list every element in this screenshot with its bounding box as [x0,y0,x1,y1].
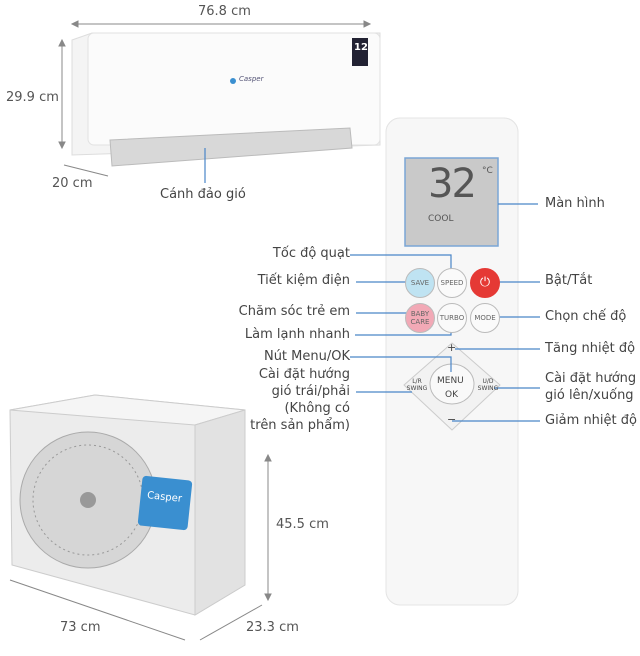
label-line: Cài đặt hướng [545,371,637,386]
label-mode: Chọn chế độ [545,309,627,324]
lr-swing-button[interactable]: L/R SWING [406,378,428,392]
label-line: Cài đặt hướng [258,367,350,382]
label-baby-care: Chăm sóc trẻ em [238,304,350,319]
label-ud-swing: Cài đặt hướng gió lên/xuống [545,370,636,404]
label-power-saving: Tiết kiệm điện [257,273,350,288]
label-lr-swing: Cài đặt hướng gió trái/phải (Không có tr… [250,366,350,434]
label-menu-ok: Nút Menu/OK [263,349,350,364]
indoor-width: 76.8 cm [198,4,251,19]
outdoor-depth: 23.3 cm [246,620,299,635]
label-fan-speed: Tốc độ quạt [272,246,350,261]
indoor-unit [71,32,381,167]
outdoor-unit [9,394,246,616]
display-temperature: 32 [428,161,477,207]
speed-button[interactable]: SPEED [437,268,467,298]
label-turbo: Làm lạnh nhanh [244,327,350,342]
temp-down-button[interactable]: − [447,413,457,426]
label-line: (Không có [284,401,350,416]
indoor-depth: 20 cm [52,176,93,191]
display-unit: °C [482,166,493,176]
power-icon: ⏻ [479,275,491,290]
outdoor-height: 45.5 cm [276,517,329,532]
label-screen: Màn hình [545,196,605,211]
dimension-arrows [9,20,372,641]
label-temp-down: Giảm nhiệt độ [545,413,637,428]
baby-care-button[interactable]: BABY CARE [405,303,435,333]
label-line: gió lên/xuống [545,388,634,403]
display-mode: COOL [428,214,454,224]
label-temp-up: Tăng nhiệt độ [545,341,636,356]
energy-badge: 12 [354,42,368,53]
ok-button[interactable]: OK [445,390,458,400]
ud-swing-button[interactable]: U/D SWING [477,378,499,392]
save-button[interactable]: SAVE [405,268,435,298]
power-button[interactable]: ⏻ [470,268,500,298]
remote-body [385,117,519,606]
turbo-button[interactable]: TURBO [437,303,467,333]
indoor-brand-logo: Casper [239,75,264,83]
outdoor-width: 73 cm [60,620,101,635]
mode-button[interactable]: MODE [470,303,500,333]
flap-label: Cánh đảo gió [160,187,246,202]
label-line: gió trái/phải [271,384,350,399]
menu-button[interactable]: MENU [437,376,464,386]
indoor-height: 29.9 cm [6,90,59,105]
label-power: Bật/Tắt [545,273,593,288]
label-line: trên sản phẩm) [250,418,350,433]
temp-up-button[interactable]: + [447,341,457,354]
